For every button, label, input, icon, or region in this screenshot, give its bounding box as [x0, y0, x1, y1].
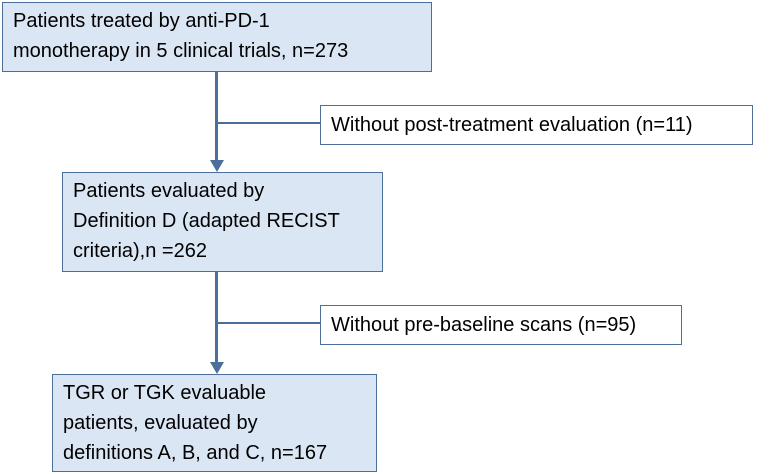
- box-tgr-tgk-evaluable-line-3: definitions A, B, and C, n=167: [63, 442, 328, 464]
- exclusion-no-post-treatment: Without post-treatment evaluation (n=11): [320, 105, 753, 145]
- box-definition-d-line-2: Definition D (adapted RECIST: [73, 210, 340, 232]
- box-tgr-tgk-evaluable: TGR or TGK evaluable patients, evaluated…: [52, 374, 377, 472]
- box-definition-d-line-1: Patients evaluated by: [73, 180, 265, 202]
- box-patients-treated-line-1: Patients treated by anti-PD-1: [13, 10, 270, 32]
- exclusion-no-pre-baseline: Without pre-baseline scans (n=95): [320, 305, 682, 345]
- connector-vertical-2: [215, 272, 218, 362]
- exclusion-no-pre-baseline-label: Without pre-baseline scans (n=95): [331, 314, 637, 336]
- connector-branch-2: [215, 322, 320, 324]
- connector-branch-1: [215, 122, 320, 124]
- arrowhead-2: [209, 362, 224, 374]
- box-definition-d-line-3: criteria),n =262: [73, 240, 207, 262]
- arrowhead-1: [209, 160, 224, 172]
- box-definition-d: Patients evaluated by Definition D (adap…: [62, 172, 383, 272]
- box-tgr-tgk-evaluable-line-1: TGR or TGK evaluable: [63, 382, 267, 404]
- box-patients-treated: Patients treated by anti-PD-1 monotherap…: [2, 2, 432, 72]
- connector-vertical-1: [215, 72, 218, 160]
- exclusion-no-post-treatment-label: Without post-treatment evaluation (n=11): [331, 114, 693, 136]
- box-patients-treated-line-2: monotherapy in 5 clinical trials, n=273: [13, 40, 349, 62]
- box-tgr-tgk-evaluable-line-2: patients, evaluated by: [63, 412, 258, 434]
